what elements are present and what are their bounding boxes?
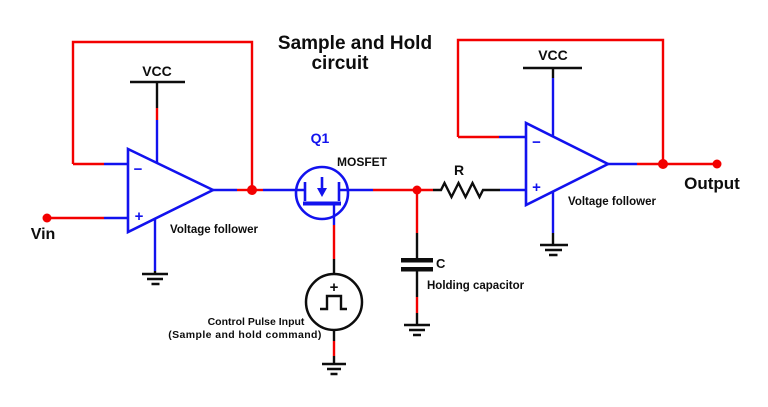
capacitor-plate-top — [401, 258, 433, 263]
ground-symbol-capacitor — [404, 323, 430, 337]
resistor-r: R — [433, 162, 527, 200]
holding-capacitor-caption: Holding capacitor — [427, 280, 525, 292]
pulse-waveform-icon — [320, 294, 347, 311]
capacitor-plate-bottom — [401, 267, 433, 272]
control-pulse-caption-line2: (Sample and hold command) — [168, 329, 322, 341]
opamp-right: VCC − + Output Voltage follower — [456, 38, 740, 257]
opamp-right-triangle — [524, 120, 611, 208]
opamp-left: VCC − + Vin Voltage follower — [31, 40, 258, 286]
ground-symbol-opamp-left — [142, 272, 168, 286]
mosfet-arrow — [317, 188, 327, 197]
opamp-left-plus-sign: + — [135, 208, 144, 225]
capacitor-label: C — [436, 256, 446, 271]
vcc-right-label: VCC — [538, 47, 568, 63]
schematic-title-line1: Sample and Hold — [278, 33, 432, 54]
opamp-right-minus-sign: − — [532, 134, 541, 151]
mosfet-type-label: MOSFET — [337, 155, 388, 169]
opamp-left-minus-sign: − — [134, 161, 143, 178]
ground-symbol-pulse-source — [322, 362, 346, 376]
output-terminal-dot — [712, 159, 722, 169]
mosfet-body-circle — [294, 165, 350, 221]
opamp-left-triangle — [126, 146, 216, 235]
voltage-follower-left-caption: Voltage follower — [170, 224, 258, 236]
output-label: Output — [684, 174, 740, 193]
vin-label: Vin — [31, 226, 56, 243]
control-pulse-source: + Control Pulse Input (Sample and hold c… — [168, 272, 364, 376]
vcc-left-label: VCC — [142, 63, 172, 79]
mosfet-q1: Q1 MOSFET — [252, 130, 433, 275]
ground-symbol-opamp-right — [540, 243, 568, 257]
schematic-title-line2: circuit — [311, 53, 369, 74]
control-pulse-caption-line1: Control Pulse Input — [208, 316, 305, 328]
pulse-source-polarity-sign: + — [330, 279, 339, 296]
voltage-follower-right-caption: Voltage follower — [568, 196, 656, 208]
feedback-wire-left — [71, 40, 254, 190]
opamp-right-plus-sign: + — [532, 179, 541, 196]
holding-capacitor: C Holding capacitor — [401, 190, 525, 337]
q1-designator-label: Q1 — [311, 130, 330, 146]
feedback-wire-right — [456, 38, 665, 164]
resistor-zigzag — [433, 180, 500, 200]
resistor-label: R — [454, 162, 464, 178]
mosfet-internal-symbol — [296, 177, 348, 206]
